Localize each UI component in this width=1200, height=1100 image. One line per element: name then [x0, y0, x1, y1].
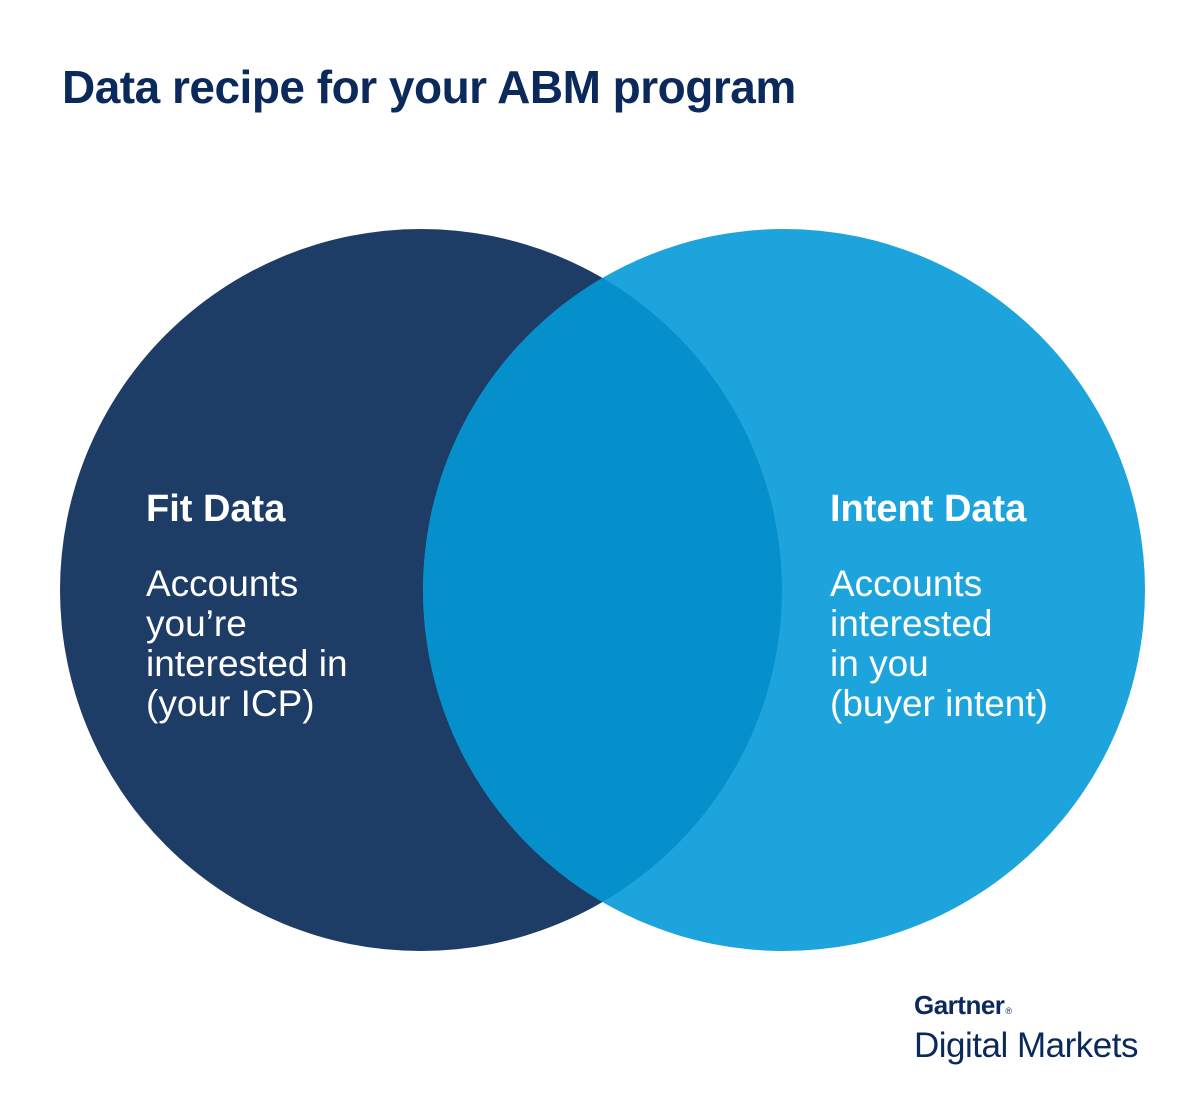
- fit-data-line: interested in: [146, 643, 348, 684]
- gartner-digital-markets-logo: Gartner® Digital Markets: [914, 992, 1138, 1063]
- fit-data-line: (your ICP): [146, 683, 315, 724]
- fit-data-heading: Fit Data: [146, 488, 286, 530]
- intent-data-line: in you: [830, 643, 929, 684]
- brand-subtitle: Digital Markets: [914, 1026, 1138, 1065]
- intent-data-line: interested: [830, 603, 993, 644]
- gartner-wordmark: Gartner: [914, 990, 1005, 1020]
- overlap-region: [423, 229, 782, 951]
- fit-data-line: Accounts: [146, 563, 299, 604]
- intent-data-line: (buyer intent): [830, 683, 1048, 724]
- intent-data-label: Intent Data Accounts interested in you (…: [830, 490, 1048, 724]
- fit-data-label: Fit Data Accounts you’re interested in (…: [146, 490, 348, 724]
- intent-data-heading: Intent Data: [830, 488, 1027, 530]
- registered-mark: ®: [1005, 1006, 1012, 1016]
- intent-data-line: Accounts: [830, 563, 983, 604]
- page-title: Data recipe for your ABM program: [62, 61, 796, 113]
- fit-data-line: you’re: [146, 603, 247, 644]
- gartner-logo: Gartner®: [914, 992, 1138, 1018]
